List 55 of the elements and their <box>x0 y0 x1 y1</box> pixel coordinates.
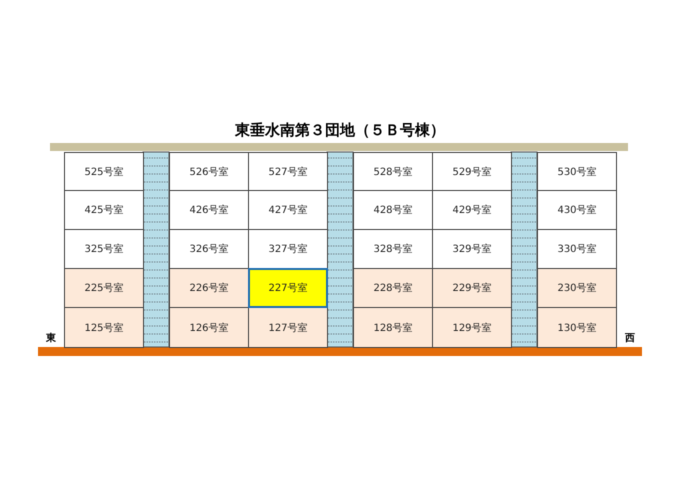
room-number: 430号室 <box>557 204 597 217</box>
room-number: 427号室 <box>268 204 308 217</box>
room-number: 329号室 <box>452 242 492 256</box>
title: 東垂水南第３団地（５Ｂ号棟） <box>234 121 446 140</box>
room-number: 228号室 <box>373 282 413 295</box>
room-number: 527号室 <box>268 166 308 178</box>
room-box <box>169 307 249 348</box>
room-number: 126号室 <box>189 322 229 334</box>
room-number: 127号室 <box>268 322 308 334</box>
room-number: 327号室 <box>268 242 308 256</box>
room-number: 526号室 <box>189 166 229 178</box>
room-number: 528号室 <box>373 166 413 178</box>
room-box <box>432 152 512 191</box>
room-number: 530号室 <box>557 166 597 178</box>
room-number: 325号室 <box>84 242 124 256</box>
room-number: 426号室 <box>189 204 229 217</box>
room-number: 125号室 <box>84 322 124 334</box>
room-box <box>537 190 617 230</box>
room-number: 230号室 <box>557 282 597 295</box>
room-box <box>537 152 617 191</box>
room-number: 429号室 <box>452 204 492 217</box>
room-number: 130号室 <box>557 322 597 334</box>
direction-label: 西 <box>625 332 635 345</box>
room-box <box>537 268 617 308</box>
room-number: 326号室 <box>189 242 229 256</box>
room-box <box>248 152 328 191</box>
room-number: 128号室 <box>373 322 413 334</box>
room-box <box>353 307 433 348</box>
room-box <box>432 268 512 308</box>
room-box <box>169 152 249 191</box>
room-number: 229号室 <box>452 282 492 295</box>
room-number: 226号室 <box>189 282 229 295</box>
room-box <box>64 307 144 348</box>
room-box <box>169 268 249 308</box>
direction-label: 東 <box>46 332 56 345</box>
highlighted-room-box <box>248 268 328 308</box>
room-number: 225号室 <box>84 282 124 295</box>
room-box <box>64 268 144 308</box>
room-number: 428号室 <box>373 204 413 217</box>
room-box <box>64 190 144 230</box>
room-box <box>432 307 512 348</box>
room-number: 330号室 <box>557 242 597 256</box>
room-box <box>537 229 617 269</box>
room-number: 227号室 <box>268 282 308 295</box>
room-number: 328号室 <box>373 242 413 256</box>
room-box <box>353 152 433 191</box>
room-number: 525号室 <box>84 166 124 178</box>
room-box <box>64 229 144 269</box>
room-box <box>248 307 328 348</box>
room-number: 129号室 <box>452 322 492 334</box>
room-box <box>353 268 433 308</box>
room-number: 425号室 <box>84 204 124 217</box>
room-box <box>537 307 617 348</box>
room-number: 529号室 <box>452 166 492 178</box>
room-box <box>64 152 144 191</box>
